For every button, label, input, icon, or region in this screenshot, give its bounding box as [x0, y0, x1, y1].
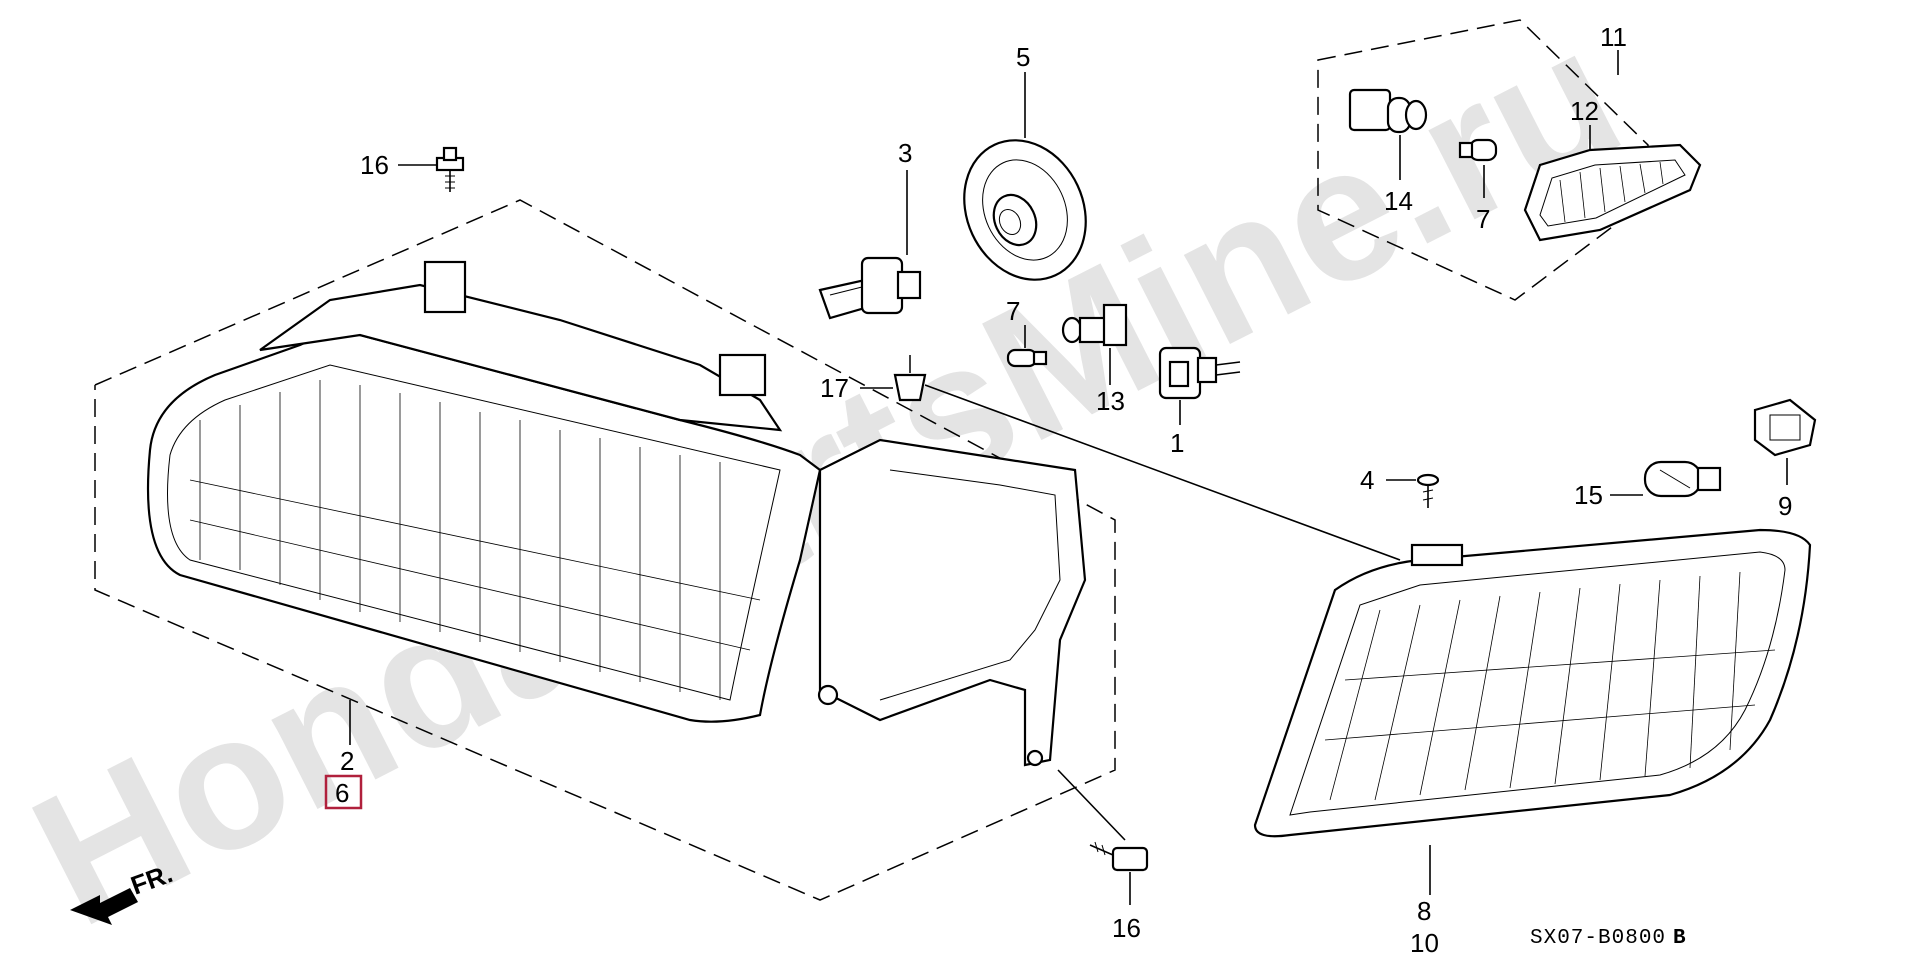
headlight-group-outline: [94, 199, 1116, 901]
callout-6[interactable]: 6: [335, 778, 349, 808]
bulb-7-left[interactable]: [1006, 348, 1048, 368]
bolt-16-bottom[interactable]: [1089, 841, 1149, 872]
dust-cover-5[interactable]: [942, 120, 1108, 300]
headlight-assembly[interactable]: [146, 260, 1087, 767]
headlight-top-tab-right: [718, 353, 767, 397]
callout-17[interactable]: 17: [820, 373, 849, 403]
callout-10[interactable]: 10: [1410, 928, 1439, 958]
callout-11[interactable]: 11: [1600, 22, 1627, 52]
callout-14[interactable]: 14: [1384, 186, 1413, 216]
callout-12[interactable]: 12: [1570, 96, 1599, 126]
connector-1[interactable]: [1158, 346, 1241, 400]
callout-2[interactable]: 2: [340, 746, 354, 776]
bulb-15[interactable]: [1643, 460, 1722, 498]
socket-14[interactable]: [1348, 88, 1428, 134]
callout-7-right[interactable]: 7: [1476, 204, 1490, 234]
callout-13[interactable]: 13: [1096, 386, 1125, 416]
callout-16-bottom[interactable]: 16: [1112, 913, 1141, 943]
screw-4[interactable]: [1416, 473, 1440, 508]
callout-4[interactable]: 4: [1360, 465, 1374, 495]
callout-3[interactable]: 3: [898, 138, 912, 168]
leader-dash-to-corner: [924, 384, 1401, 561]
bulb-7-right[interactable]: [1458, 138, 1498, 162]
bulb-3[interactable]: [818, 256, 922, 320]
drawing-code: SX07-B0800: [1530, 927, 1666, 950]
callout-8[interactable]: 8: [1417, 896, 1431, 926]
callout-6-highlight-box: [324, 774, 363, 810]
callout-15[interactable]: 15: [1574, 480, 1603, 510]
bolt-16-top[interactable]: [435, 146, 465, 192]
callout-7-left[interactable]: 7: [1006, 296, 1020, 326]
headlight-top-tab-left: [423, 260, 467, 314]
callout-1[interactable]: 1: [1170, 428, 1184, 458]
corner-light-assembly[interactable]: [1253, 528, 1812, 838]
callout-5[interactable]: 5: [1016, 42, 1030, 72]
socket-13[interactable]: [1061, 303, 1128, 347]
callout-16-top[interactable]: 16: [360, 150, 389, 180]
front-arrow-icon: [70, 888, 138, 925]
side-marker-12[interactable]: [1523, 143, 1702, 242]
drawing-suffix: B: [1673, 927, 1687, 950]
socket-9[interactable]: [1753, 398, 1817, 457]
headlight-lens-lines: [189, 380, 761, 700]
leader-16-bottom-a: [1057, 769, 1126, 841]
callout-9[interactable]: 9: [1778, 491, 1792, 521]
clip-17[interactable]: [893, 373, 927, 402]
